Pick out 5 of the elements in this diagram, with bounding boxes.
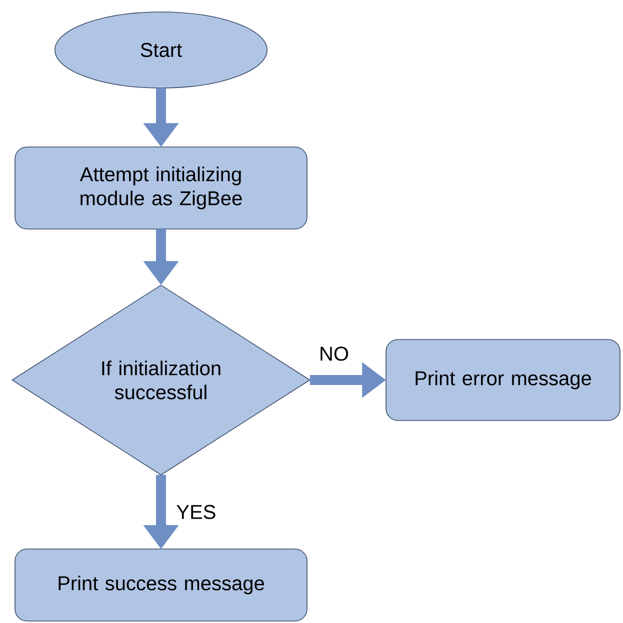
edge-label: NO	[320, 346, 348, 361]
edge-label: YES	[176, 504, 216, 520]
process-box: Print success message	[14, 548, 308, 622]
process-box: Attempt initializing module as ZigBee	[14, 146, 308, 230]
process-box: Print error message	[386, 339, 620, 421]
